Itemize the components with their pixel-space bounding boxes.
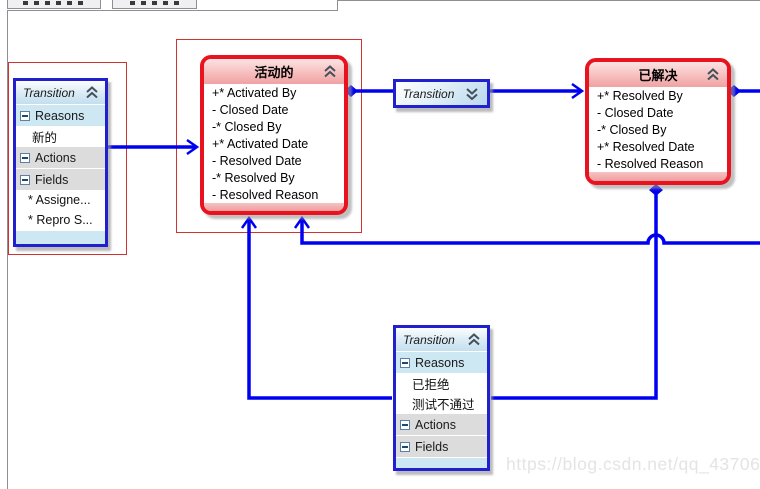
state-footer [204,203,344,211]
state-field[interactable]: - Closed Date [597,105,674,120]
transition-box-collapsed[interactable]: Transition [393,79,490,108]
connector-return-to-active-right[interactable] [300,219,760,245]
chevron-double-up-icon[interactable] [466,333,482,346]
arrowhead-into-active-bottom-right [293,215,311,229]
minus-box-icon[interactable] [20,110,30,121]
field-item[interactable]: * Assigne... [16,190,105,210]
state-title: 已解决 [638,67,678,83]
connector-bottom-transition-to-active[interactable] [247,219,392,400]
section-label: Actions [415,417,456,432]
arrowhead-into-active-left [186,138,200,156]
transition-panel-bottom[interactable]: Transition Reasons 已拒绝 测试不通过 Actions Fie… [393,325,490,471]
tab-stub-1[interactable] [7,0,101,9]
section-actions[interactable]: Actions [396,414,487,435]
state-field[interactable]: +* Resolved Date [597,139,695,154]
arrowhead-into-active-bottom-left [240,215,258,229]
section-label: Reasons [415,355,465,370]
section-label: Fields [415,439,449,454]
tab-stub-2[interactable] [112,0,197,9]
transition-panel-header[interactable]: Transition [16,81,105,104]
section-label: Actions [35,150,76,165]
canvas-border-left [7,10,8,489]
canvas-border-notch [337,0,338,11]
state-box-resolved[interactable]: 已解决 +* Resolved By - Closed Date -* Clos… [585,58,731,185]
section-label: Fields [35,172,69,187]
canvas-border-top-left [7,10,338,11]
panel-footer [396,458,487,468]
reason-item[interactable]: 测试不通过 [396,393,487,413]
reason-item[interactable]: 已拒绝 [396,373,487,393]
section-fields[interactable]: Fields [16,169,105,190]
transition-title: Transition [403,332,455,347]
minus-box-icon[interactable] [400,357,410,368]
field-item[interactable]: * Repro S... [16,210,105,230]
section-reasons[interactable]: Reasons [396,352,487,373]
minus-box-icon[interactable] [400,441,410,452]
connector-resolved-to-bottom-transition[interactable] [491,190,658,400]
minus-box-icon[interactable] [20,152,30,163]
state-field[interactable]: - Resolved Reason [212,187,319,202]
clipped-tab-text [23,1,85,5]
section-fields[interactable]: Fields [396,436,487,457]
section-reasons[interactable]: Reasons [16,105,105,126]
transition-title: Transition [23,85,75,100]
transition-title: Transition [402,86,455,101]
selection-rect-active-state [176,39,362,233]
state-box-active[interactable]: 活动的 +* Activated By - Closed Date -* Clo… [200,55,348,215]
state-title: 活动的 [254,64,294,80]
state-header[interactable]: 已解决 [589,62,727,87]
watermark-text: https://blog.csdn.net/qq_43706466 [506,454,760,474]
chevron-double-up-icon[interactable] [84,86,100,99]
chevron-double-up-icon[interactable] [705,68,721,81]
state-field[interactable]: +* Resolved By [597,88,683,103]
section-label: Reasons [35,108,85,123]
minus-box-icon[interactable] [20,174,30,185]
state-field[interactable]: -* Resolved By [212,170,295,185]
transition-panel-left[interactable]: Transition Reasons 新的 Actions Fields * A… [13,78,108,247]
selection-rect-left-transition [8,62,127,255]
reason-item[interactable]: 新的 [16,126,105,146]
canvas-border-top-right [337,0,760,1]
chevron-double-down-icon[interactable] [464,87,480,101]
section-actions[interactable]: Actions [16,147,105,168]
state-header[interactable]: 活动的 [204,59,344,84]
chevron-double-up-icon[interactable] [322,65,338,78]
state-field[interactable]: +* Activated By [212,85,297,100]
clipped-tab-text [129,1,180,5]
diamond-resolved-bottom [649,184,663,196]
transition-panel-header[interactable]: Transition [396,328,487,351]
state-field[interactable]: +* Activated Date [212,136,309,151]
state-field[interactable]: - Closed Date [212,102,289,117]
state-field[interactable]: -* Closed By [597,122,667,137]
panel-footer [16,231,105,244]
minus-box-icon[interactable] [400,419,410,430]
state-field[interactable]: - Resolved Date [212,153,302,168]
arrowhead-into-resolved-left [571,82,585,100]
state-footer [589,172,727,181]
state-field[interactable]: -* Closed By [212,119,282,134]
state-field[interactable]: - Resolved Reason [597,156,704,171]
